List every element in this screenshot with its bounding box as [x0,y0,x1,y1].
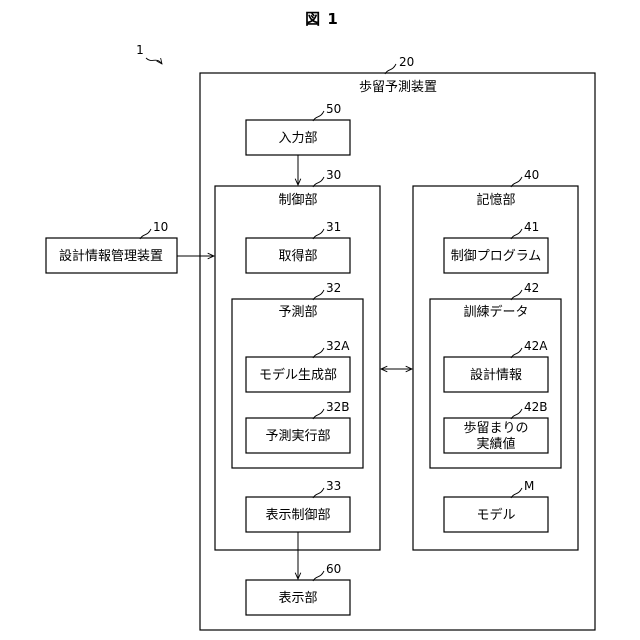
figure-title: 図 1 [305,10,339,28]
design-info-management-device-ref: 10 [153,220,168,234]
display-unit-label: 表示部 [278,591,317,606]
prediction-execution-unit-ref: 32B [326,400,350,414]
control-unit-label: 制御部 [278,193,317,208]
storage-unit-label: 記憶部 [476,192,515,208]
control-program-label: 制御プログラム [451,249,542,264]
design-info-ref: 42A [524,339,548,353]
model-ref: M [524,479,534,493]
model-generation-unit-label: モデル生成部 [259,367,337,383]
design-info-management-device-label: 設計情報管理装置 [59,248,163,264]
training-data-label: 訓練データ [463,304,528,320]
yield-actual-ref: 42B [524,400,548,414]
yield-actual-label-line2: 実績値 [476,436,515,452]
acquisition-unit-label: 取得部 [278,248,317,264]
model-label: モデル [476,507,515,523]
design-info-label: 設計情報 [470,367,522,383]
prediction-unit-label: 予測部 [278,305,317,320]
system-ref-leader [146,58,162,64]
control-unit-ref: 30 [326,168,341,182]
model-generation-unit-ref: 32A [326,339,350,353]
system-ref: 1 [136,43,144,57]
display-control-unit-label: 表示制御部 [265,508,330,523]
acquisition-unit-ref: 31 [326,220,341,234]
display-control-unit-ref: 33 [326,479,341,493]
input-unit-label: 入力部 [278,131,317,146]
storage-unit-ref: 40 [524,168,539,182]
prediction-execution-unit-label: 予測実行部 [265,428,330,444]
yield-actual-label-line1: 歩留まりの [463,421,528,436]
prediction-device-label: 歩留予測装置 [359,80,437,95]
prediction-device-ref: 20 [399,55,414,69]
training-data-ref: 42 [524,281,539,295]
input-unit-ref: 50 [326,102,341,116]
prediction-unit-ref: 32 [326,281,341,295]
display-unit-ref: 60 [326,562,341,576]
control-program-ref: 41 [524,220,539,234]
